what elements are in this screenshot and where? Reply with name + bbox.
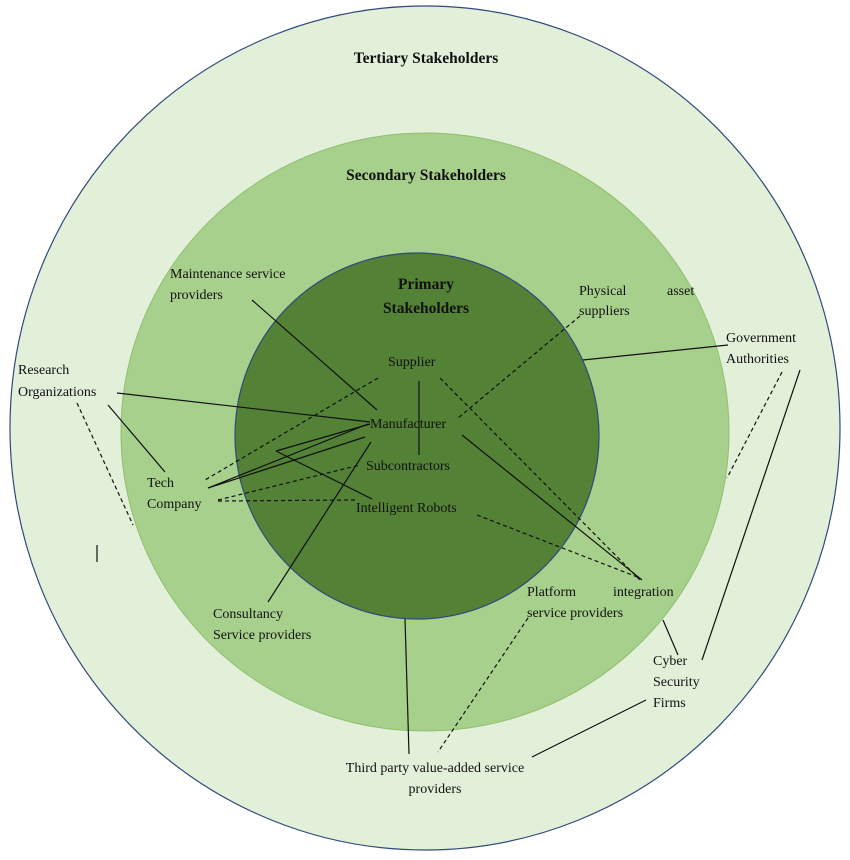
label-platform-3: service providers [527,606,623,621]
label-physical-3: suppliers [579,304,630,319]
connectors [76,299,801,758]
primary-title-2: Stakeholders [383,300,469,317]
label-tech-1: Tech [147,476,174,491]
connector [207,423,369,489]
primary-ring [234,252,600,620]
connector [726,371,783,479]
label-manufacturer: Manufacturer [370,417,447,432]
connector [582,344,729,361]
connector [476,514,641,579]
label-cyber-3: Firms [653,696,686,711]
connector [204,377,379,481]
label-research-1: Research [18,363,69,378]
tertiary-title: Tertiary Stakeholders [354,50,499,67]
label-government-2: Authorities [726,352,789,367]
label-supplier: Supplier [388,355,436,370]
connector [457,315,581,419]
connector [217,499,356,502]
label-government-1: Government [726,331,796,346]
label-physical-2: asset [667,284,694,299]
connector [275,450,373,500]
connector [275,423,371,452]
label-intelligent-robots: Intelligent Robots [356,501,457,516]
primary-title-1: Primary [398,276,454,293]
label-maintenance-2: providers [170,288,223,303]
connector [439,377,641,581]
connector [531,699,647,758]
label-maintenance-1: Maintenance service [170,267,285,282]
connector [116,392,371,423]
connector [267,441,372,603]
connector [437,617,529,753]
label-physical-1: Physical [579,284,627,299]
label-cyber-2: Security [653,675,700,690]
connector [662,619,679,656]
connector [404,618,410,755]
label-consultancy-2: Service providers [213,628,311,643]
label-thirdparty-1: Third party value-added service [346,761,524,776]
label-tech-2: Company [147,497,201,512]
label-platform-2: integration [613,585,674,600]
label-thirdparty-2: providers [409,782,462,797]
label-subcontractors: Subcontractors [366,459,450,474]
connector [107,404,166,473]
connector [701,369,801,661]
label-research-2: Organizations [18,385,96,400]
label-cyber-1: Cyber [653,654,688,669]
secondary-title: Secondary Stakeholders [346,167,506,184]
connector [461,434,643,581]
connector [217,464,361,501]
connector [251,299,378,411]
connector [76,402,134,526]
label-platform-1: Platform [527,585,576,600]
connector [207,436,366,489]
label-consultancy-1: Consultancy [213,607,283,622]
